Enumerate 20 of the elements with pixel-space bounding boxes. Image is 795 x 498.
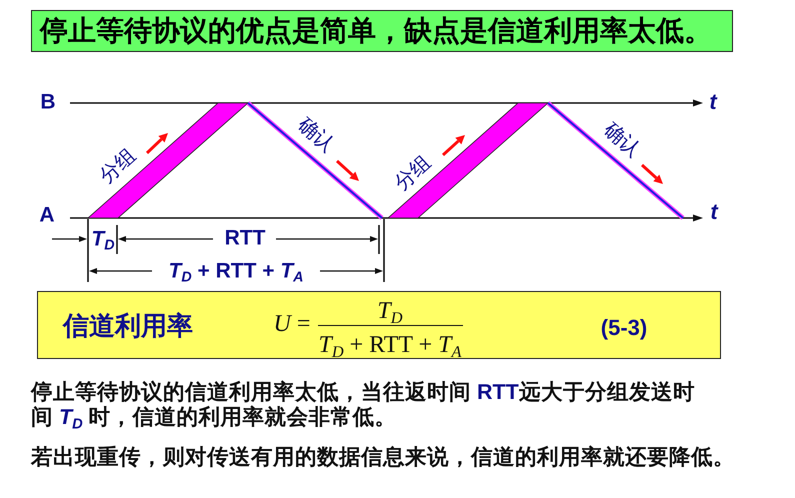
duration-label: RTT	[224, 226, 266, 250]
formula-lhs: U =	[274, 312, 310, 336]
message-label: 分组	[390, 151, 436, 195]
body-paragraph: 若出现重传，则对传送有用的数据信息来说，信道的利用率就还要降低。	[31, 445, 736, 470]
formula-denominator: T$_{D}$ + RTT + T$_{A}$	[318, 333, 462, 357]
station-label: A	[39, 203, 55, 227]
station-label: B	[40, 90, 56, 114]
duration-label: T$_{D}$ + RTT + T$_{A}$	[168, 259, 304, 283]
duration-label: T$_{D}$	[91, 227, 115, 251]
axis-label: t	[709, 90, 717, 114]
formula-box	[37, 291, 721, 359]
message-label: 确认	[600, 118, 644, 162]
formula-numerator: T$_{D}$	[377, 299, 403, 323]
title-banner: 停止等待协议的优点是简单，缺点是信道利用率太低。	[31, 10, 733, 52]
message-label: 分组	[96, 144, 140, 188]
axis-label: t	[710, 200, 718, 224]
body-paragraph: 停止等待协议的信道利用率太低，当往返时间 RTT远大于分组发送时间 T$_{D}$ 时，信道的利用率就会非常低。	[31, 380, 696, 430]
equation-number: (5-3)	[600, 316, 648, 340]
message-label: 确认	[294, 114, 338, 156]
term-label: 信道利用率	[63, 312, 193, 340]
